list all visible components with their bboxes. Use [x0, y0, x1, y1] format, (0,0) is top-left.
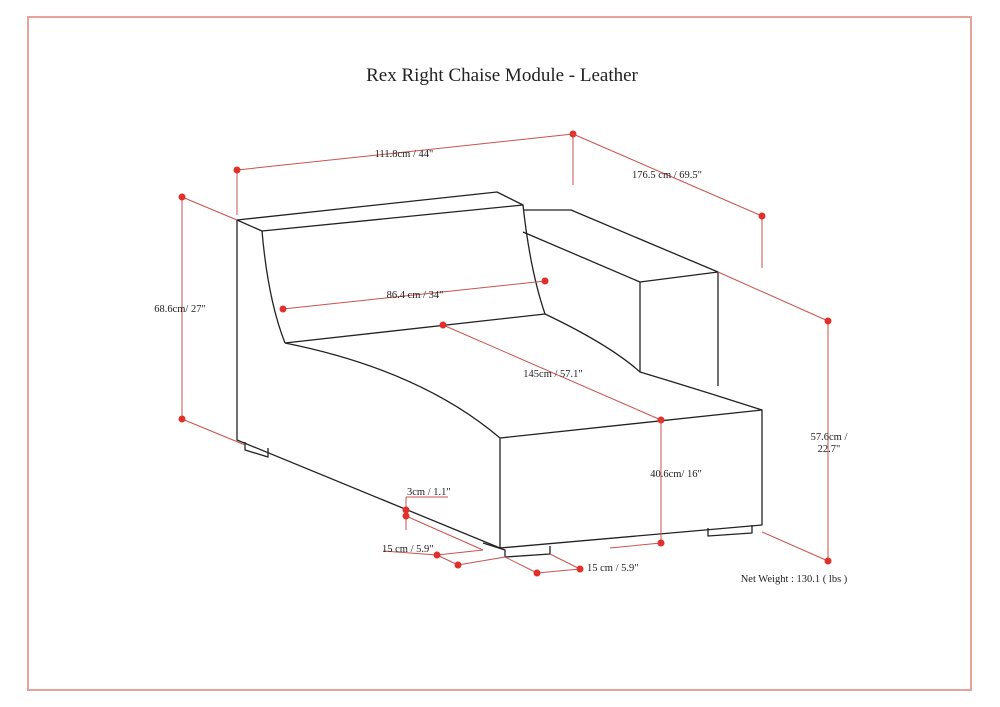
width-label: 111.8cm / 44" [375, 149, 434, 160]
diagram-title: Rex Right Chaise Module - Leather [366, 65, 638, 86]
seat-width-label: 86.4 cm / 34" [387, 290, 444, 301]
leg-depth-label: 15 cm / 5.9" [587, 563, 639, 574]
leg-width-label: 15 cm / 5.9" [382, 544, 434, 555]
sofa-outline [236, 191, 763, 558]
leg-height-label: 3cm / 1.1" [407, 487, 451, 498]
seat-height-label: 40.6cm/ 16" [650, 469, 702, 480]
dimension-lines [178, 130, 832, 577]
arm-height-label-2: 22.7" [818, 444, 841, 455]
height-label: 68.6cm/ 27" [154, 304, 206, 315]
depth-label: 176.5 cm / 69.5" [632, 170, 702, 181]
seat-depth-label: 145cm / 57.1" [523, 369, 582, 380]
page-frame [27, 16, 972, 691]
net-weight-label: Net Weight : 130.1 ( lbs ) [741, 574, 848, 585]
dimension-labels: 111.8cm / 44" 176.5 cm / 69.5" 68.6cm/ 2… [154, 149, 848, 585]
arm-height-label-1: 57.6cm / [811, 432, 848, 443]
